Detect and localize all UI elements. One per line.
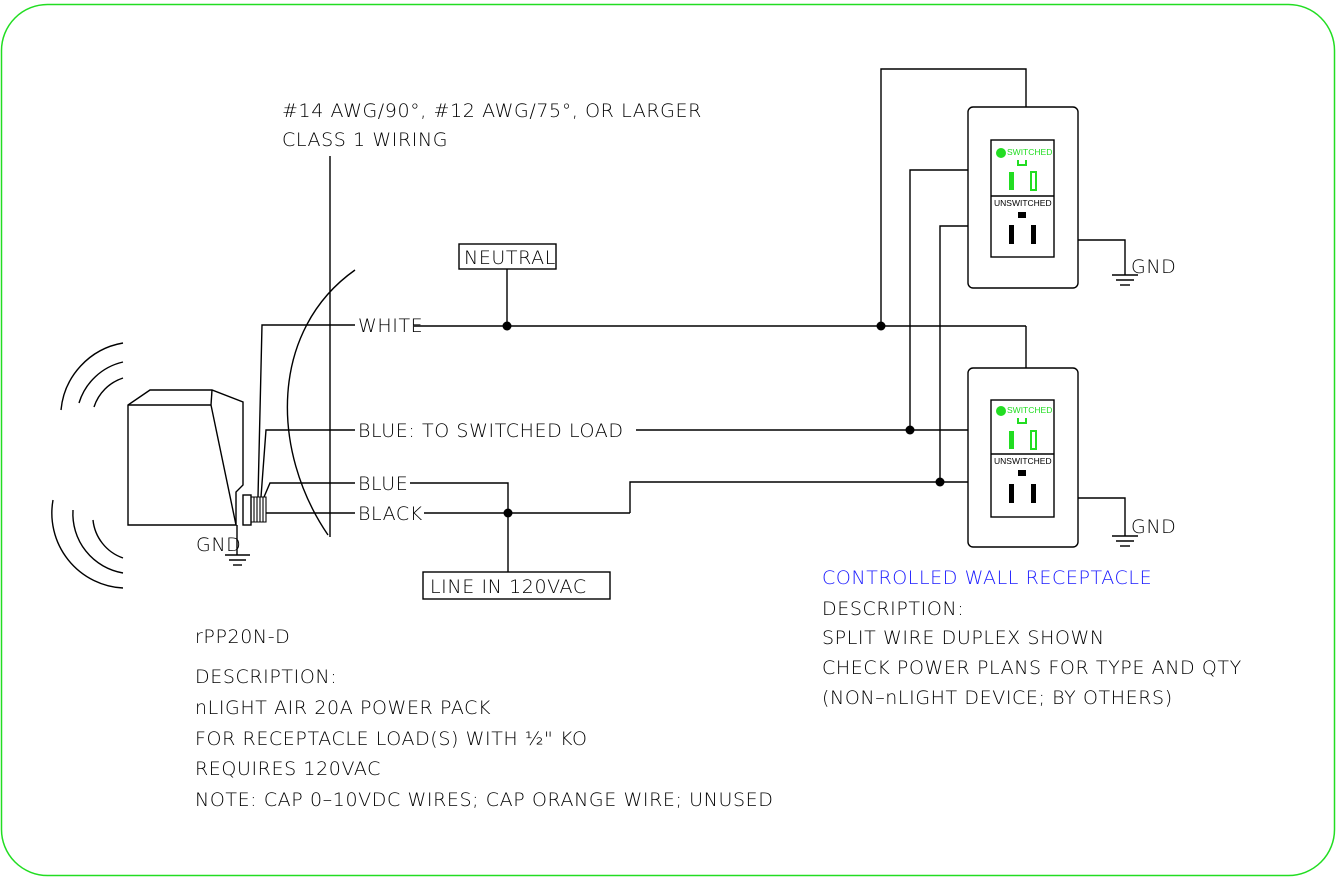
line-in-tag: [422, 571, 611, 600]
blue-label: BLUE: [358, 473, 408, 495]
line-in-label: LINE IN 120VAC: [430, 576, 587, 598]
controlled-receptacle-line3: (NON–nLIGHT DEVICE; BY OTHERS): [822, 687, 1173, 709]
power-pack-line3: REQUIRES 120VAC: [195, 758, 381, 780]
power-pack-model: rPP20N-D: [195, 626, 290, 648]
blue-switched-wire: [260, 429, 355, 498]
power-pack-line1: nLIGHT AIR 20A POWER PACK: [195, 697, 491, 719]
gnd-label-power-pack: GND: [196, 534, 241, 556]
wiring-note-line2: CLASS 1 WIRING: [282, 129, 448, 151]
white-label: WHITE: [358, 315, 423, 337]
neutral-label: NEUTRAL: [464, 247, 556, 269]
unswitched-label-bottom: UNSWITCHED: [994, 456, 1052, 466]
receptacle-bottom: SWITCHED UNSWITCHED: [967, 367, 1079, 548]
blue-switched-label: BLUE: TO SWITCHED LOAD: [358, 420, 624, 442]
ground-icon: [225, 554, 250, 566]
wiring-note-line1: #14 AWG/90°, #12 AWG/75°, OR LARGER: [282, 100, 702, 122]
drawing-frame: [0, 3, 1336, 877]
controlled-receptacle-desc-header: DESCRIPTION:: [822, 598, 964, 620]
controlled-receptacle-line2: CHECK POWER PLANS FOR TYPE AND QTY: [822, 657, 1242, 679]
controlled-receptacle-line1: SPLIT WIRE DUPLEX SHOWN: [822, 627, 1105, 649]
unswitched-label-top: UNSWITCHED: [994, 198, 1052, 208]
switched-label-top: SWITCHED: [1007, 147, 1052, 157]
power-pack-line4: NOTE: CAP 0–10VDC WIRES; CAP ORANGE WIRE…: [195, 789, 773, 811]
power-pack-box: [127, 389, 244, 526]
radio-wave-icon: [60, 342, 124, 411]
cable-break-arc: [286, 269, 356, 536]
power-pack-desc-header: DESCRIPTION:: [195, 666, 337, 688]
power-pack-line2: FOR RECEPTACLE LOAD(S) WITH ½" KO: [195, 728, 588, 750]
black-label: BLACK: [358, 503, 423, 525]
power-pack-nipple: [242, 494, 252, 526]
switched-indicator-icon: [996, 406, 1006, 416]
gnd-label-top: GND: [1131, 256, 1176, 278]
switched-indicator-icon: [996, 148, 1006, 158]
gnd-label-bottom: GND: [1131, 516, 1176, 538]
blue-wire: [263, 482, 355, 498]
receptacle-top: SWITCHED UNSWITCHED: [967, 106, 1079, 289]
white-wire: [257, 324, 355, 498]
switched-label-bottom: SWITCHED: [1007, 405, 1052, 415]
controlled-receptacle-title: CONTROLLED WALL RECEPTACLE: [822, 567, 1152, 589]
